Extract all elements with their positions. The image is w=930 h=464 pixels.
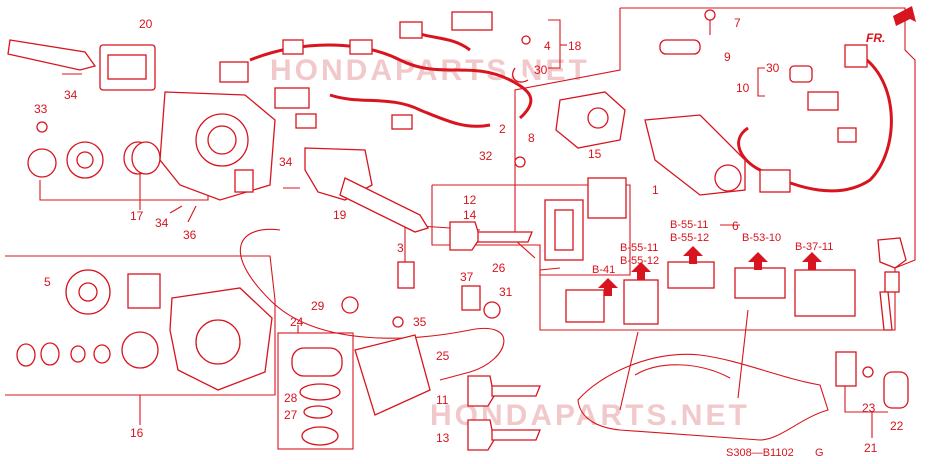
- part-lower-switch-body: [16, 269, 273, 391]
- callout-number: 32: [479, 149, 493, 163]
- diagram-code: S308—B1102: [726, 447, 794, 459]
- callout-number: 21: [864, 441, 878, 455]
- callout-number: 17: [130, 209, 144, 223]
- ref-code: B-41: [592, 264, 615, 276]
- callout-number: 8: [528, 131, 535, 145]
- part-remote-cover: [291, 347, 343, 446]
- callout-number: 28: [284, 391, 298, 405]
- ref-code: B-55-12: [620, 255, 659, 267]
- part-small-switches: [341, 39, 909, 409]
- callout-number: 3: [397, 241, 404, 255]
- ref-code: B-53-10: [742, 232, 781, 244]
- callout-number: 13: [436, 431, 450, 445]
- part-cruise-unit: [354, 334, 431, 416]
- callout-number: 16: [130, 426, 144, 440]
- callout-number: 23: [862, 401, 876, 415]
- reference-codes: B-41 B-55-11 B-55-12 B-55-11 B-55-12 B-5…: [592, 219, 833, 276]
- part-cancel-sleeve-set: [27, 141, 161, 179]
- callout-number: 11: [436, 393, 449, 407]
- ref-code: B-55-12: [670, 232, 709, 244]
- ref-code: B-37-11: [795, 241, 833, 253]
- callout-number: 37: [460, 270, 474, 284]
- part-ignition-lock: [555, 91, 746, 196]
- callout-number: 12: [463, 193, 477, 207]
- callout-number: 25: [436, 349, 450, 363]
- watermark: HONDAPARTS.NET: [270, 54, 590, 87]
- callout-number: 24: [290, 315, 304, 329]
- callout-number: 10: [736, 81, 750, 95]
- callout-number: 15: [588, 147, 602, 161]
- callout-number: 29: [311, 299, 325, 313]
- callout-number: 6: [732, 219, 739, 233]
- callout-number: 4: [544, 39, 551, 53]
- callout-labels: 1 2 3 4 5 6 7 8 9 10 11 12 13 14 15 16 1…: [34, 16, 904, 455]
- callout-number: 9: [724, 50, 731, 64]
- callout-number: 14: [463, 208, 477, 222]
- car-silhouette: [577, 353, 829, 441]
- callout-number: 36: [183, 228, 197, 242]
- ref-code: B-55-11: [670, 219, 708, 231]
- arrow-group: [598, 246, 822, 296]
- part-main-harness: [219, 11, 533, 130]
- callout-number: 30: [766, 61, 780, 75]
- part-turn-signal-switch: [304, 147, 429, 233]
- callout-number: 34: [155, 216, 169, 230]
- part-immobilizer-unit: [544, 177, 627, 261]
- part-key-blank: [449, 221, 541, 451]
- part-harness-right: [737, 44, 893, 193]
- callout-number: 26: [492, 261, 506, 275]
- callout-number: 30: [534, 63, 548, 77]
- callout-number: 20: [139, 17, 153, 31]
- callout-number: 22: [890, 419, 904, 433]
- callout-number: 27: [284, 408, 298, 422]
- front-direction-marker: FR.: [866, 6, 916, 45]
- callout-number: 7: [734, 16, 741, 30]
- part-fasteners: [36, 9, 874, 378]
- callout-number: 19: [333, 208, 347, 222]
- part-key-right: [877, 237, 907, 331]
- diagram-code-block: S308—B1102 G: [726, 447, 824, 459]
- callout-number: 18: [568, 39, 582, 53]
- callout-number: 2: [499, 122, 506, 136]
- part-wiper-lever: [7, 39, 156, 91]
- callout-number: 33: [34, 102, 48, 116]
- callout-number: 5: [44, 275, 51, 289]
- callout-number: 34: [279, 155, 293, 169]
- callout-number: 34: [64, 88, 78, 102]
- front-label: FR.: [866, 31, 885, 45]
- callout-number: 35: [413, 315, 427, 329]
- callout-number: 31: [499, 285, 513, 299]
- frame-lines: [5, 7, 916, 450]
- ref-code: B-55-11: [620, 242, 658, 254]
- diagram-code-suffix: G: [815, 447, 824, 459]
- callout-number: 1: [652, 183, 659, 197]
- part-combination-switch-body: [159, 91, 276, 201]
